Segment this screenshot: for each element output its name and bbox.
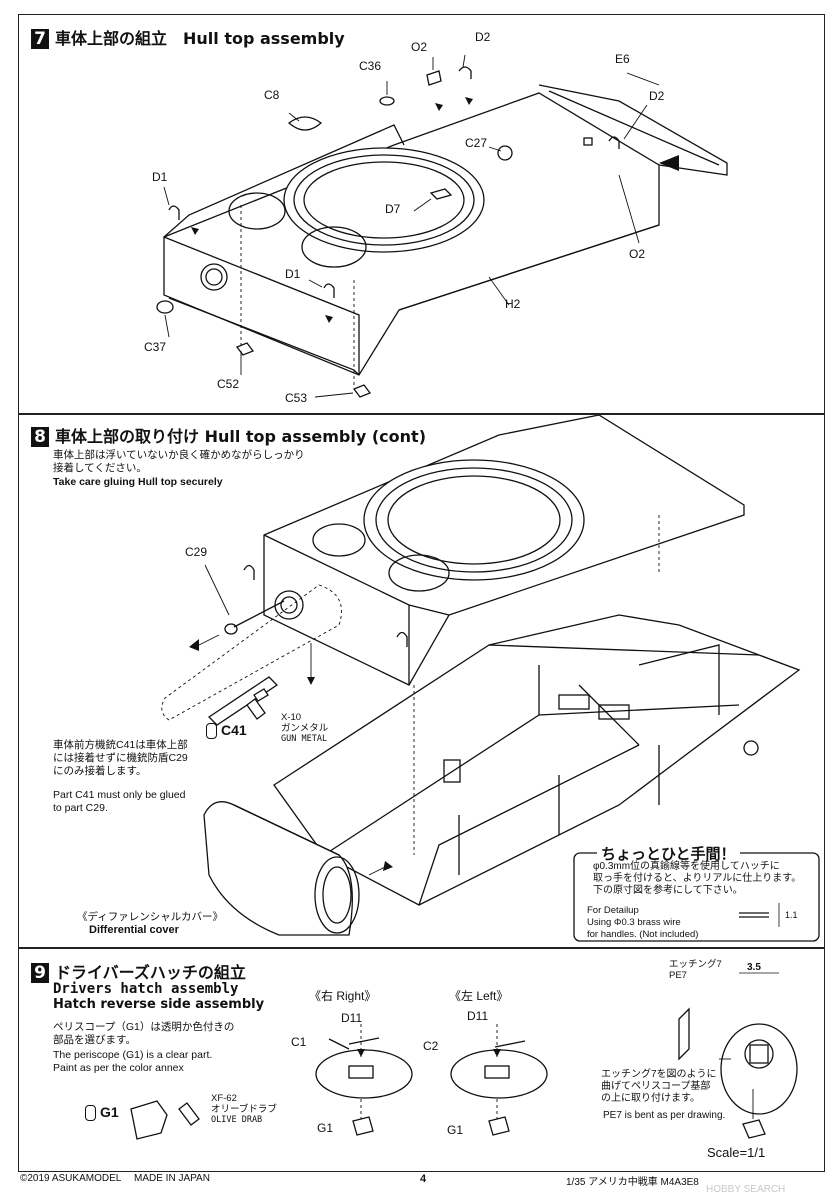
bend-note-en: PE7 is bent as per drawing.	[603, 1110, 726, 1121]
footer-made-in: MADE IN JAPAN	[134, 1173, 210, 1184]
scale-label: Scale=1/1	[707, 1145, 766, 1160]
part-label-c27: C27	[465, 136, 488, 150]
footer-copyright: ©2019 ASUKAMODEL	[20, 1173, 122, 1184]
step-9-number: 9	[31, 963, 49, 983]
watermark-stamp: HOBBY SEARCH	[706, 1184, 786, 1195]
periscope-en: The periscope (G1) is a clear part. Pain…	[53, 1049, 213, 1074]
g1-label: G1	[85, 1104, 119, 1122]
part-label-c2: C2	[423, 1039, 439, 1053]
part-label-e6: E6	[615, 52, 630, 66]
part-label-g1-left: G1	[447, 1123, 464, 1137]
part-label-h2: H2	[505, 297, 521, 311]
periscope-jp: ペリスコープ（G1）は透明か色付きの 部品を選びます。	[53, 1021, 235, 1046]
tip-title: ちょっとひと手間！	[597, 843, 740, 864]
part-label-d1-left: D1	[152, 170, 168, 184]
tip-jp: φ0.3mm位の真鍮線等を使用してハッチに 取っ手を付けると、よりリアルに仕上り…	[593, 861, 802, 896]
diff-cover-jp: 《ディファレンシャルカバー》	[77, 911, 223, 923]
part-label-c41: C41	[206, 722, 247, 740]
part-label-c52: C52	[217, 377, 240, 391]
part-label-o2-top: O2	[411, 40, 428, 54]
left-hatch-label: 《左 Left》	[449, 989, 509, 1003]
footer-page-number: 4	[420, 1173, 427, 1185]
hull-top-drawing	[156, 54, 728, 398]
dim-1-1: 1.1	[785, 910, 798, 920]
dim-3-5: 3.5	[747, 962, 761, 973]
hatch-drawing	[130, 972, 798, 1140]
part-label-c1: C1	[291, 1035, 307, 1049]
footer-product: 1/35 アメリカ中戦車 M4A3E8	[566, 1177, 699, 1188]
step-9-title-en2: Hatch reverse side assembly	[53, 997, 265, 1012]
part-label-d1-center: D1	[285, 267, 301, 281]
step-9-title-en1: Drivers hatch assembly	[53, 981, 239, 997]
part-label-c29: C29	[185, 545, 208, 559]
part-label-d2-top: D2	[475, 30, 491, 44]
right-hatch-label: 《右 Right》	[309, 989, 377, 1003]
paint-bottle-icon	[206, 723, 217, 740]
part-label-c8: C8	[264, 88, 280, 102]
glue-note-en: Take care gluing Hull top securely	[53, 476, 223, 488]
hull-assembly-drawing	[161, 415, 820, 942]
glue-note-jp: 車体上部は浮いていないか良く確かめながらしっかり 接着してください。	[53, 449, 305, 474]
part-label-d7: D7	[385, 202, 401, 216]
part-label-c53: C53	[285, 391, 308, 405]
part-label-g1-right: G1	[317, 1121, 334, 1135]
step-8-number: 8	[31, 427, 49, 447]
part-label-o2-bottom: O2	[629, 247, 646, 261]
tip-en: For Detailup Using Φ0.3 brass wire for h…	[587, 905, 699, 940]
c41-note-en: Part C41 must only be glued to part C29.	[53, 789, 186, 814]
bend-note-jp: エッチング7を図のように 曲げてペリスコープ基部 の上に取り付けます。	[601, 1069, 717, 1104]
paint-x10: X-10 ガンメタル GUN METAL	[281, 712, 329, 744]
step-7-number: 7	[31, 29, 49, 49]
etching-label: エッチング7 PE7	[669, 959, 722, 981]
paint-xf62: XF-62 オリーブドラブ OLIVE DRAB	[211, 1093, 277, 1125]
part-label-c36: C36	[359, 59, 382, 73]
c41-note-jp: 車体前方機銃C41は車体上部 には接着せずに機銃防盾C29 にのみ接着します。	[53, 739, 188, 777]
part-label-d11-right: D11	[341, 1011, 363, 1025]
part-label-d2-right: D2	[649, 89, 665, 103]
diff-cover-en: Differential cover	[89, 924, 179, 936]
part-label-c37: C37	[144, 340, 167, 354]
paint-bottle-icon	[85, 1105, 96, 1122]
part-label-d11-left: D11	[467, 1009, 489, 1023]
